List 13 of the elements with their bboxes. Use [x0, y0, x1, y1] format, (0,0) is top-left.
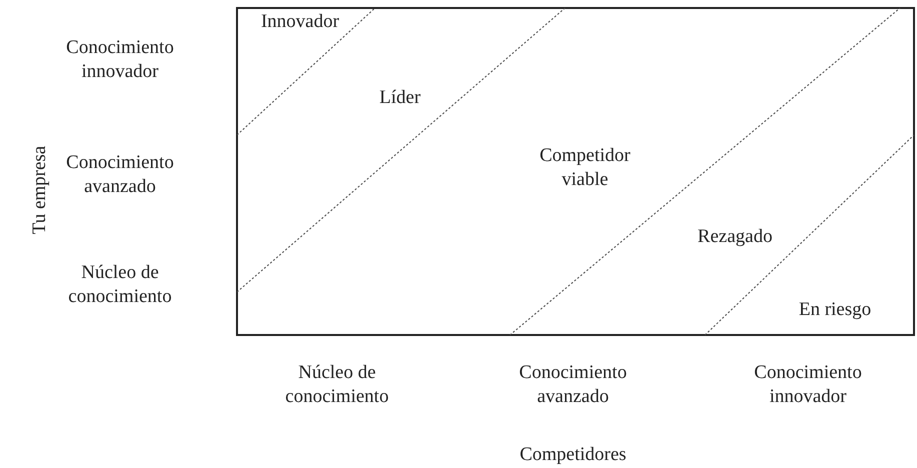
- region-label: Competidor viable: [538, 144, 632, 192]
- y-axis-label: Conocimiento innovador: [65, 36, 175, 84]
- x-axis-label: Núcleo de conocimiento: [284, 361, 390, 409]
- region-label: Innovador: [260, 10, 340, 34]
- axis-title: Tu empresa: [28, 146, 51, 234]
- x-axis-label: Conocimiento innovador: [753, 361, 863, 409]
- region-label: Líder: [378, 86, 422, 110]
- x-axis-label: Conocimiento avanzado: [518, 361, 628, 409]
- y-axis-label: Núcleo de conocimiento: [67, 261, 173, 309]
- region-label: Rezagado: [696, 225, 774, 249]
- y-axis-label: Conocimiento avanzado: [65, 151, 175, 199]
- axis-title: Competidores: [518, 443, 628, 467]
- region-label: En riesgo: [798, 298, 872, 322]
